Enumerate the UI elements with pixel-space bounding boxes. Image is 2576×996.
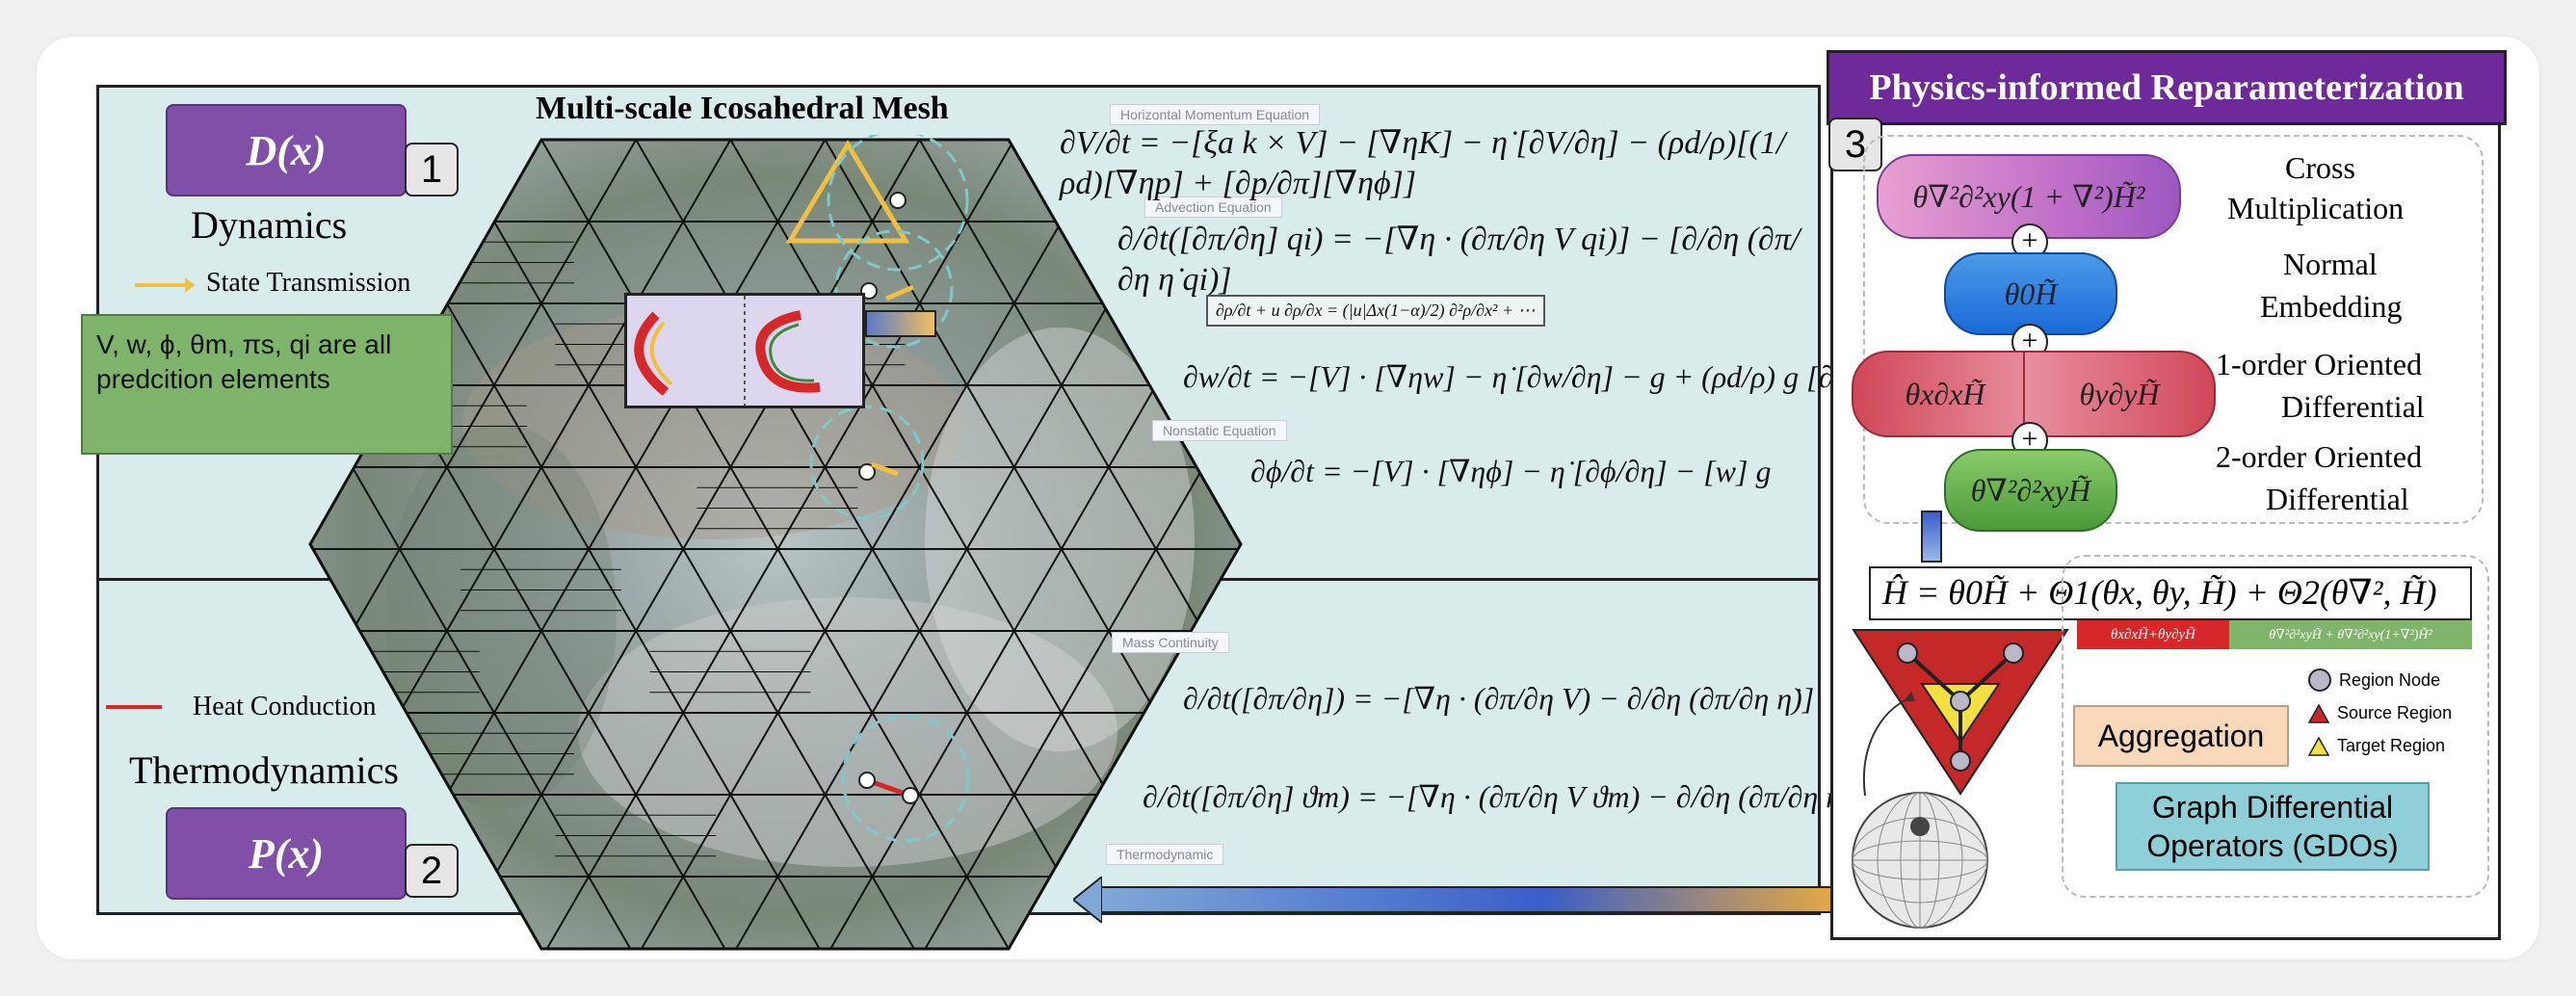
pill-normal-embedding: θ0H̃ bbox=[1944, 252, 2117, 335]
tag-advection: Advection Equation bbox=[1144, 197, 1282, 218]
globe-link-arrow-icon bbox=[1863, 692, 1915, 797]
flow-inset bbox=[624, 293, 865, 408]
tag-thermodynamic: Thermodynamic bbox=[1106, 844, 1224, 865]
aggregation-box: Aggregation bbox=[2073, 705, 2289, 767]
mesh-title: Multi-scale Icosahedral Mesh bbox=[536, 91, 949, 126]
row2-label-b: Embedding bbox=[2260, 289, 2403, 324]
prediction-note-text: V, w, ϕ, θm, πs, qi are all predcition e… bbox=[96, 329, 392, 394]
thermo-function-box: P(x) bbox=[166, 807, 407, 900]
equation-nonstatic-w: ∂w/∂t = −[V] · [∇ηw] − η̇ [∂w/∂η] − g + … bbox=[1183, 359, 1901, 394]
right-panel-title: Physics-informed Reparameterization bbox=[1827, 50, 2507, 125]
inset-arrow bbox=[865, 310, 936, 337]
bottom-arrow-head-icon bbox=[1073, 877, 1102, 923]
gdo-label-b: Operators (GDOs) bbox=[2146, 828, 2399, 863]
equation-horizontal-momentum: ∂V/∂t = −[ξa k × V] − [∇ηK] − η̇ [∂V/∂η]… bbox=[1060, 125, 1786, 201]
legend-region-node: Region Node bbox=[2308, 668, 2440, 692]
reparam-dashed-area bbox=[1863, 135, 2484, 524]
row2-label-a: Normal bbox=[2283, 247, 2378, 281]
row3-label-a: 1-order Oriented bbox=[2216, 347, 2423, 381]
dynamics-label: Dynamics bbox=[191, 203, 348, 247]
gdo-box: Graph Differential Operators (GDOs) bbox=[2116, 782, 2430, 871]
equation-advection-scheme: ∂ρ/∂t + u ∂ρ/∂x = (|u|Δx(1−α)/2) ∂²ρ/∂x²… bbox=[1206, 295, 1545, 327]
row1-label-b: Multiplication bbox=[2227, 191, 2405, 225]
dynamics-step-number: 1 bbox=[405, 143, 459, 197]
source-region-icon bbox=[2308, 703, 2329, 723]
state-transmission-arrow-icon bbox=[135, 277, 195, 293]
equation-advection: ∂/∂t([∂π/∂η] qi) = −[∇η · (∂π/∂η V qi)] … bbox=[1117, 222, 1801, 298]
reparam-formula: Ĥ = θ0H̃ + Θ1(θx, θy, H̃) + Θ2(θ∇², H̃) bbox=[1869, 566, 2472, 620]
row4-label-a: 2-order Oriented bbox=[2216, 439, 2423, 474]
pill-1order-y: θy∂yH̃ bbox=[2023, 351, 2216, 437]
prediction-note-box: V, w, ϕ, θm, πs, qi are all predcition e… bbox=[81, 314, 453, 455]
legend-source-region: Source Region bbox=[2308, 703, 2452, 723]
dynamics-function-box: D(x) bbox=[166, 104, 407, 197]
pill-1order-x: θx∂xH̃ bbox=[1852, 351, 2038, 437]
tag-nonstatic: Nonstatic Equation bbox=[1152, 420, 1287, 441]
formula-sub-first-order: θx∂xH̃+θy∂yH̃ bbox=[2077, 620, 2229, 649]
tag-mass-continuity: Mass Continuity bbox=[1112, 632, 1229, 653]
reparam-down-arrow bbox=[1921, 511, 1942, 563]
state-transmission-label: State Transmission bbox=[206, 268, 411, 298]
legend-source-label: Source Region bbox=[2337, 703, 2453, 722]
tag-horizontal-momentum: Horizontal Momentum Equation bbox=[1110, 104, 1321, 125]
equation-mass-continuity: ∂/∂t([∂π/∂η]) = −[∇η · (∂π/∂η V) − ∂/∂η … bbox=[1183, 681, 1815, 716]
equation-geopotential: ∂ϕ/∂t = −[V] · [∇ηϕ] − η̇ [∂ϕ/∂η] − [w] … bbox=[1250, 454, 1772, 488]
row1-label-a: Cross bbox=[2285, 150, 2355, 185]
bottom-flow-arrow bbox=[1098, 886, 1840, 913]
target-region-icon bbox=[2308, 736, 2329, 756]
region-node-icon bbox=[2308, 668, 2331, 692]
globe-mesh-icon bbox=[1852, 792, 1988, 929]
heat-conduction-line bbox=[106, 705, 162, 709]
pill-2order: θ∇²∂²xyH̃ bbox=[1944, 449, 2117, 532]
legend-region-label: Region Node bbox=[2339, 669, 2441, 690]
thermo-step-number: 2 bbox=[405, 844, 459, 898]
aggregation-triangle-icon bbox=[1852, 629, 2069, 796]
formula-sub-second-order: θ∇²∂²xyH̃ + θ∇²∂²xy(1+∇²)H̃² bbox=[2229, 620, 2472, 649]
icosahedral-mesh bbox=[308, 135, 1243, 951]
legend-target-region: Target Region bbox=[2308, 736, 2445, 756]
heat-conduction-label: Heat Conduction bbox=[193, 692, 377, 721]
thermodynamics-label: Thermodynamics bbox=[129, 748, 399, 792]
row3-label-b: Differential bbox=[2281, 389, 2425, 424]
row4-label-b: Differential bbox=[2266, 482, 2409, 516]
gdo-label-a: Graph Differential bbox=[2151, 790, 2394, 825]
legend-target-label: Target Region bbox=[2337, 736, 2446, 755]
flow-field-icon bbox=[634, 296, 821, 406]
